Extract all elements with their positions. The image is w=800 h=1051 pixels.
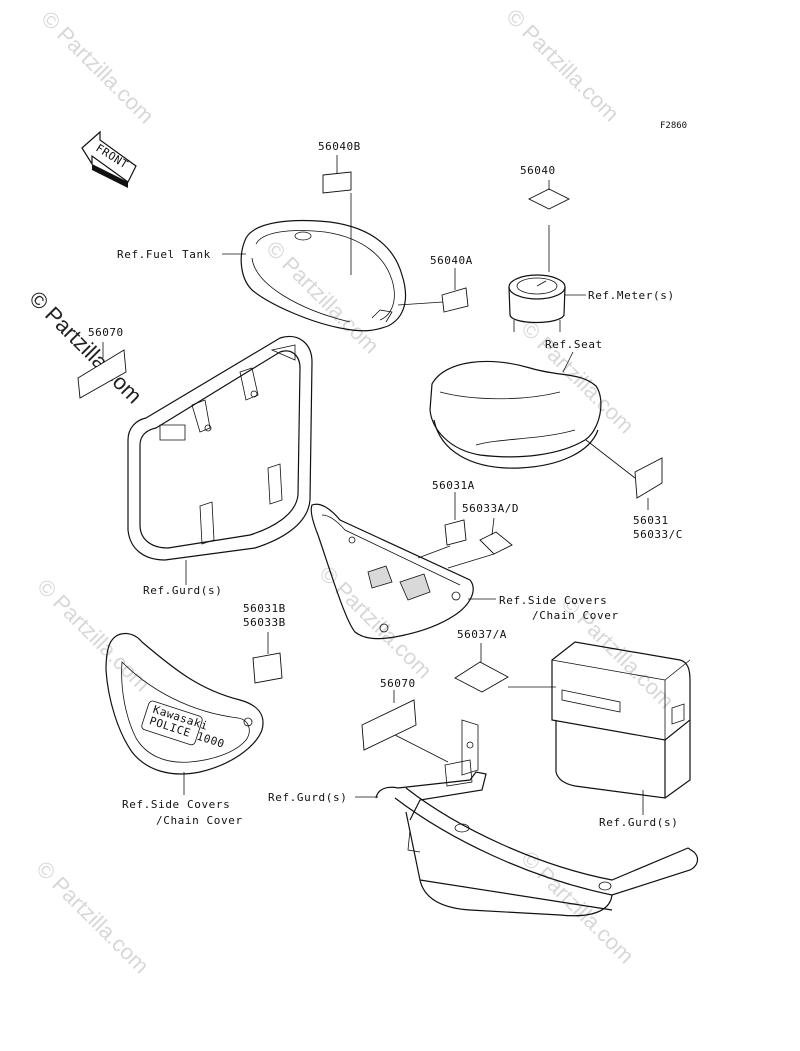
ref-side-covers-left-label: Ref.Side Covers: [122, 798, 230, 811]
part-number-56033c: 56033/C: [633, 528, 683, 541]
saddlebag-box: [551, 641, 691, 799]
ref-chain-cover-right-label: /Chain Cover: [532, 609, 619, 622]
decal-56033ad: [479, 531, 513, 555]
ref-guard-left-label: Ref.Gurd(s): [143, 584, 222, 597]
part-number-56040: 56040: [520, 164, 556, 177]
part-number-56031a: 56031A: [432, 479, 475, 492]
watermark: © Partzilla.com: [501, 4, 624, 127]
decal-56040a: [441, 287, 469, 313]
decal-56031b: [252, 652, 283, 684]
side-cover-right: [310, 503, 474, 640]
meter: [508, 274, 566, 332]
watermark: © Partzilla.com: [261, 236, 384, 359]
part-number-56031: 56031: [633, 514, 669, 527]
decal-56040: [527, 188, 571, 210]
ref-guard-box-label: Ref.Gurd(s): [599, 816, 678, 829]
watermark: © Partzilla.com: [31, 856, 154, 979]
part-number-56037a: 56037/A: [457, 628, 507, 641]
leader-lines: [102, 155, 649, 815]
guard-frame-bottom: [375, 719, 699, 917]
decal-56031: [634, 457, 663, 499]
front-arrow-icon: FRONT: [81, 130, 137, 188]
guard-frame-left: [127, 336, 313, 561]
ref-chain-cover-left-label: /Chain Cover: [156, 814, 243, 827]
ref-fuel-tank-label: Ref.Fuel Tank: [117, 248, 211, 261]
watermark: © Partzilla.com: [36, 6, 159, 129]
decal-56070-bottom: [361, 699, 417, 751]
ref-guard-bottom-label: Ref.Gurd(s): [268, 791, 347, 804]
part-number-56033ad: 56033A/D: [462, 502, 519, 515]
part-number-56033b: 56033B: [243, 616, 286, 629]
decal-56031a: [444, 519, 467, 546]
part-number-56070-top: 56070: [88, 326, 124, 339]
decal-56070-top: [77, 349, 127, 399]
seat: [429, 360, 602, 469]
watermark: © Partzilla.com: [516, 846, 639, 969]
fuel-tank: [240, 219, 407, 332]
watermark: © Partzilla.com: [32, 574, 155, 697]
part-number-56040b: 56040B: [318, 140, 361, 153]
part-number-56070-bottom: 56070: [380, 677, 416, 690]
ref-meters-label: Ref.Meter(s): [588, 289, 675, 302]
ref-seat-label: Ref.Seat: [545, 338, 603, 351]
figure-id: F2860: [660, 121, 687, 131]
ref-side-covers-right-label: Ref.Side Covers: [499, 594, 607, 607]
decal-56037a: [454, 661, 509, 693]
decal-56040b: [322, 171, 352, 194]
part-number-56031b: 56031B: [243, 602, 286, 615]
part-number-56040a: 56040A: [430, 254, 473, 267]
